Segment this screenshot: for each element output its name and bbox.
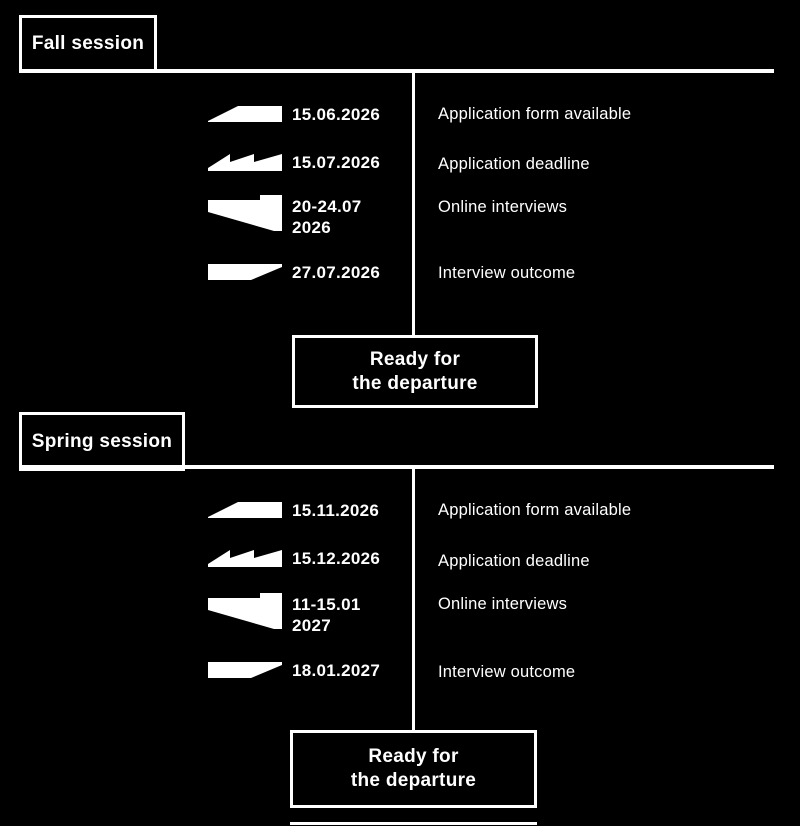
fall-session-divider-line xyxy=(19,69,774,73)
spring-connector-line xyxy=(412,469,415,730)
milestone-date: 15.11.2026 xyxy=(292,501,380,520)
flag-icon xyxy=(208,195,282,231)
milestone-label: Online interviews xyxy=(438,198,568,216)
fall-outcome-box: Ready for the departure xyxy=(292,335,538,408)
milestone-date: 15.07.2026 xyxy=(292,153,381,172)
spring-session-divider-line xyxy=(19,465,774,469)
bottom-baseline xyxy=(290,822,537,825)
milestone-date: 15.12.2026 xyxy=(292,549,381,568)
wedge-icon xyxy=(208,264,282,280)
spring-session-title: Spring session xyxy=(31,430,173,452)
milestone-label: Online interviews xyxy=(438,595,568,613)
flag-icon xyxy=(208,593,282,629)
milestone-label: Interview outcome xyxy=(438,264,576,282)
milestone-date: 15.06.2026 xyxy=(292,105,381,124)
milestone-label: Interview outcome xyxy=(438,663,576,681)
milestone-date: 20-24.07 2026 xyxy=(292,197,362,237)
fall-session-title: Fall session xyxy=(31,33,145,54)
milestone-date: 27.07.2026 xyxy=(292,263,381,282)
spring-outcome-box: Ready for the departure xyxy=(290,730,537,808)
ramp-icon xyxy=(208,502,282,518)
milestone-label: Application form available xyxy=(438,105,632,123)
sawtooth-icon xyxy=(208,151,282,171)
fall-session-box: Fall session xyxy=(19,15,157,73)
milestone-label: Application form available xyxy=(438,501,632,519)
fall-outcome-label: Ready for the departure xyxy=(352,348,478,394)
milestone-date: 11-15.01 2027 xyxy=(292,595,361,635)
ramp-icon xyxy=(208,106,282,122)
milestone-label: Application deadline xyxy=(438,552,590,570)
fall-connector-line xyxy=(412,73,415,336)
spring-outcome-label: Ready for the departure xyxy=(350,746,477,791)
spring-session-box: Spring session xyxy=(19,412,185,471)
sawtooth-icon xyxy=(208,547,282,567)
milestone-date: 18.01.2027 xyxy=(292,661,381,680)
milestone-label: Application deadline xyxy=(438,155,590,173)
wedge-icon xyxy=(208,662,282,678)
